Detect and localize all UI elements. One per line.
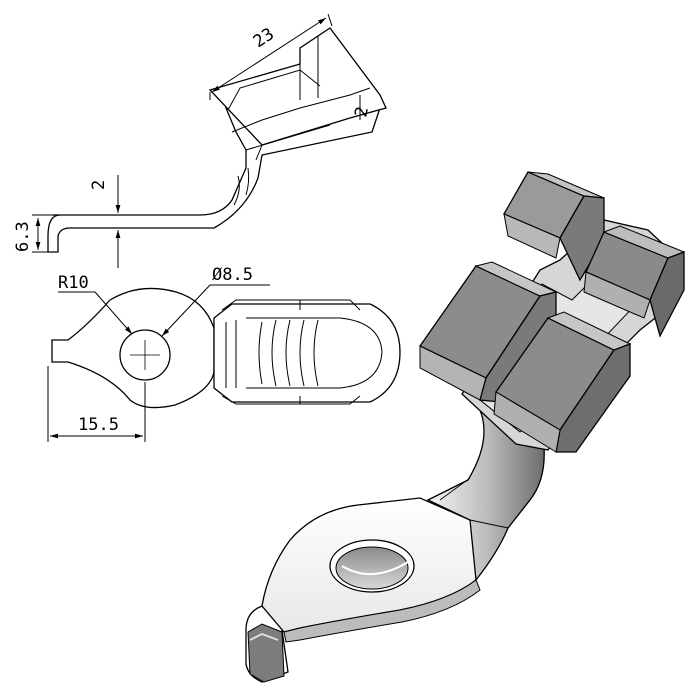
dim-r10: R10 [58, 273, 89, 293]
side-view: 23 2 2 6.3 [13, 13, 387, 268]
svg-text:2: 2 [351, 105, 373, 119]
dim-dia-8-5: Ø8.5 [212, 265, 253, 285]
dim-23: 23 [250, 24, 278, 52]
dim-15-5: 15.5 [78, 415, 119, 435]
dim-2: 2 [89, 180, 109, 190]
isometric-view [245, 171, 686, 683]
dim-6-3: 6.3 [13, 221, 33, 252]
top-view: R10 Ø8.5 15.5 [47, 265, 401, 442]
